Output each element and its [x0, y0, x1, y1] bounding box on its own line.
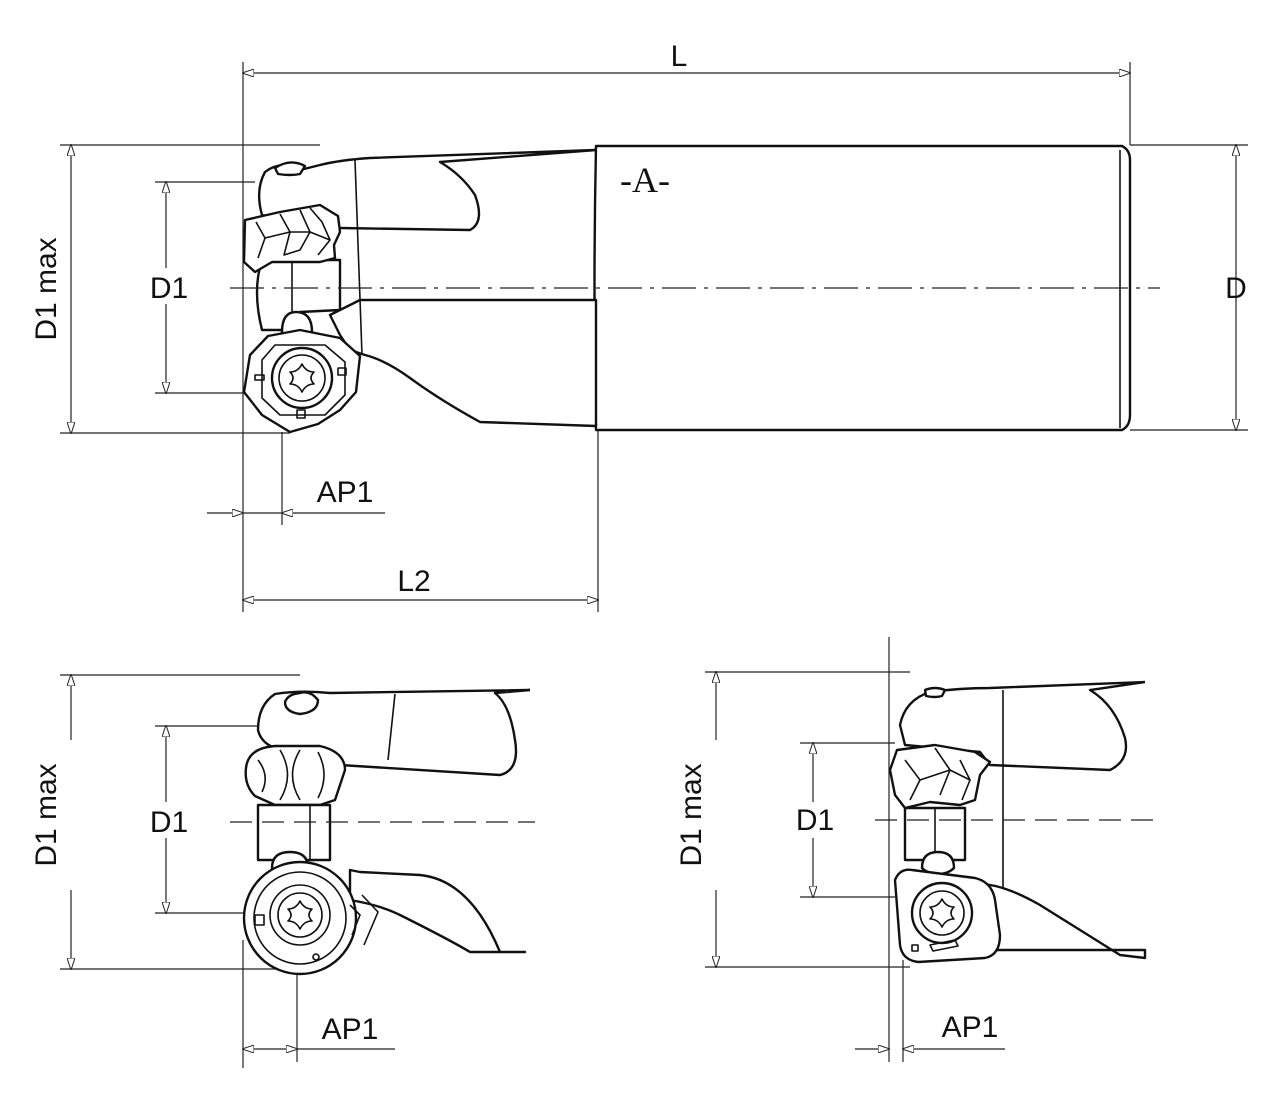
- shank-marking: -A-: [620, 160, 670, 200]
- core: [255, 258, 342, 332]
- neck-upper: [257, 148, 597, 232]
- label-D1max: D1 max: [30, 237, 63, 340]
- label-D1max-2: D1 max: [30, 763, 63, 866]
- main-side-view: L D D1 max D1 AP1 L2: [30, 40, 1248, 612]
- screw-outer: [270, 346, 334, 410]
- top-screw-head: [273, 161, 307, 177]
- bottom-insert: [242, 328, 362, 434]
- label-AP1-2: AP1: [322, 1013, 379, 1046]
- label-D1-2: D1: [150, 806, 188, 839]
- label-L2: L2: [397, 565, 430, 598]
- label-AP1-3: AP1: [942, 1011, 999, 1044]
- label-D1: D1: [150, 272, 188, 305]
- label-D1-3: D1: [796, 804, 834, 837]
- square-insert-detail: D1 max D1 AP1: [675, 637, 1155, 1062]
- neck-lower: [328, 298, 598, 428]
- label-L: L: [671, 40, 688, 73]
- top-insert: [242, 203, 342, 274]
- label-AP1: AP1: [317, 476, 374, 509]
- shank: [593, 144, 1132, 432]
- torx-icon: [289, 363, 315, 393]
- torx-icon-3: [929, 898, 955, 928]
- label-D: D: [1225, 272, 1247, 305]
- tool-body: [242, 144, 1132, 434]
- label-D1max-3: D1 max: [675, 763, 708, 866]
- round-insert-detail: D1 max D1 AP1: [30, 675, 535, 1068]
- torx-icon-2: [287, 900, 313, 930]
- extension-lines: [60, 62, 1248, 612]
